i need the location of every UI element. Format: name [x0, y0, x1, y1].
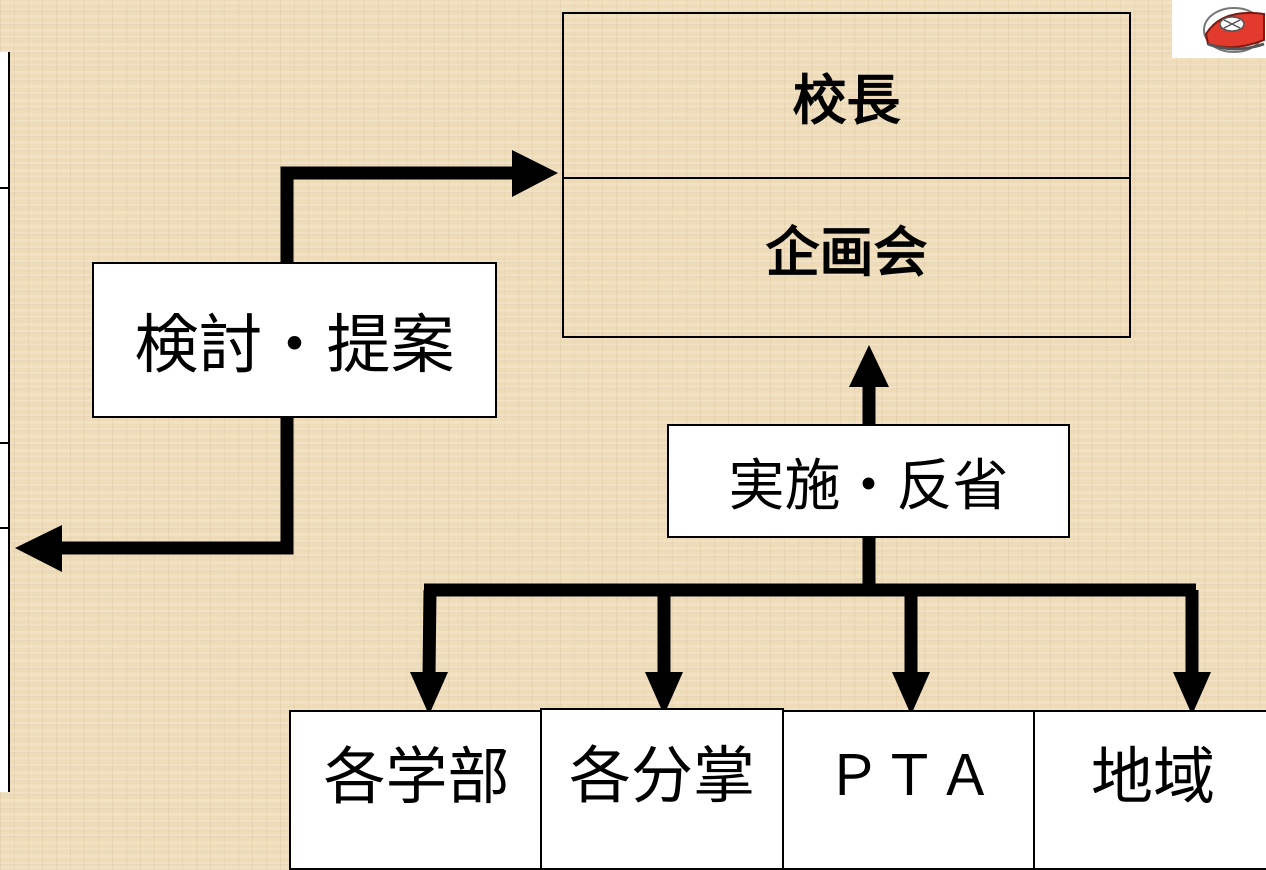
arrowhead-divisions [645, 672, 683, 715]
community-label: 地域 [1090, 740, 1215, 813]
implement-reflect-box: 実施・反省 [667, 424, 1070, 538]
review-proposal-label: 検討・提案 [134, 309, 455, 383]
planning-cell: 企画会 [564, 179, 1129, 336]
arrowhead-community [1173, 672, 1211, 715]
arrow-to-left [58, 418, 294, 555]
left-panel-edge [0, 52, 10, 792]
arrowhead-principal [512, 150, 558, 197]
arrow-to-departments [422, 589, 437, 676]
pta-label: ＰＴＡ [825, 743, 994, 809]
principal-label: 校長 [792, 69, 901, 132]
panel-divider [0, 442, 8, 444]
review-proposal-box: 検討・提案 [92, 262, 497, 418]
pta-box: ＰＴＡ [782, 710, 1037, 870]
arrowhead-departments [410, 672, 448, 715]
arrowhead-left [15, 525, 62, 572]
implement-reflect-label: 実施・反省 [728, 453, 1009, 519]
divisions-box: 各分掌 [540, 708, 784, 870]
arrow-to-principal [280, 166, 515, 264]
principal-cell: 校長 [564, 14, 1129, 179]
sneaker-icon [1172, 0, 1266, 58]
departments-label: 各学部 [323, 740, 510, 813]
panel-divider [0, 187, 8, 189]
divisions-label: 各分掌 [568, 739, 755, 812]
planning-label: 企画会 [765, 221, 928, 284]
panel-divider [0, 527, 8, 529]
community-box: 地域 [1033, 710, 1266, 870]
arrowhead-planning [849, 345, 889, 387]
departments-box: 各学部 [289, 710, 544, 870]
principal-planning-box: 校長 企画会 [562, 12, 1131, 338]
arrowhead-pta [892, 672, 930, 715]
